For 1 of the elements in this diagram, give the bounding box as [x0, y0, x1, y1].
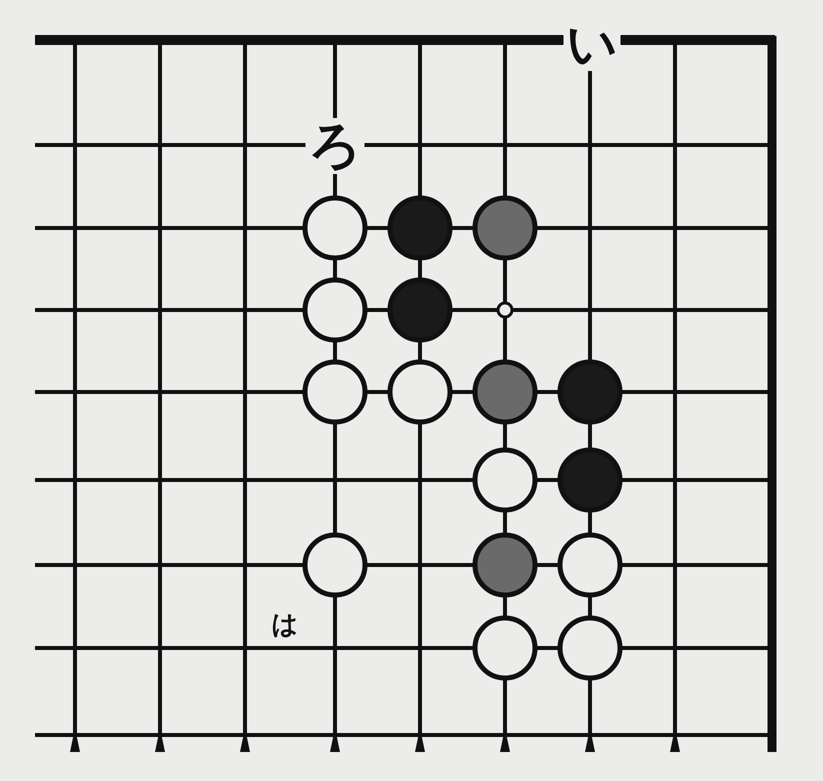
board-label: ろ [306, 118, 364, 174]
